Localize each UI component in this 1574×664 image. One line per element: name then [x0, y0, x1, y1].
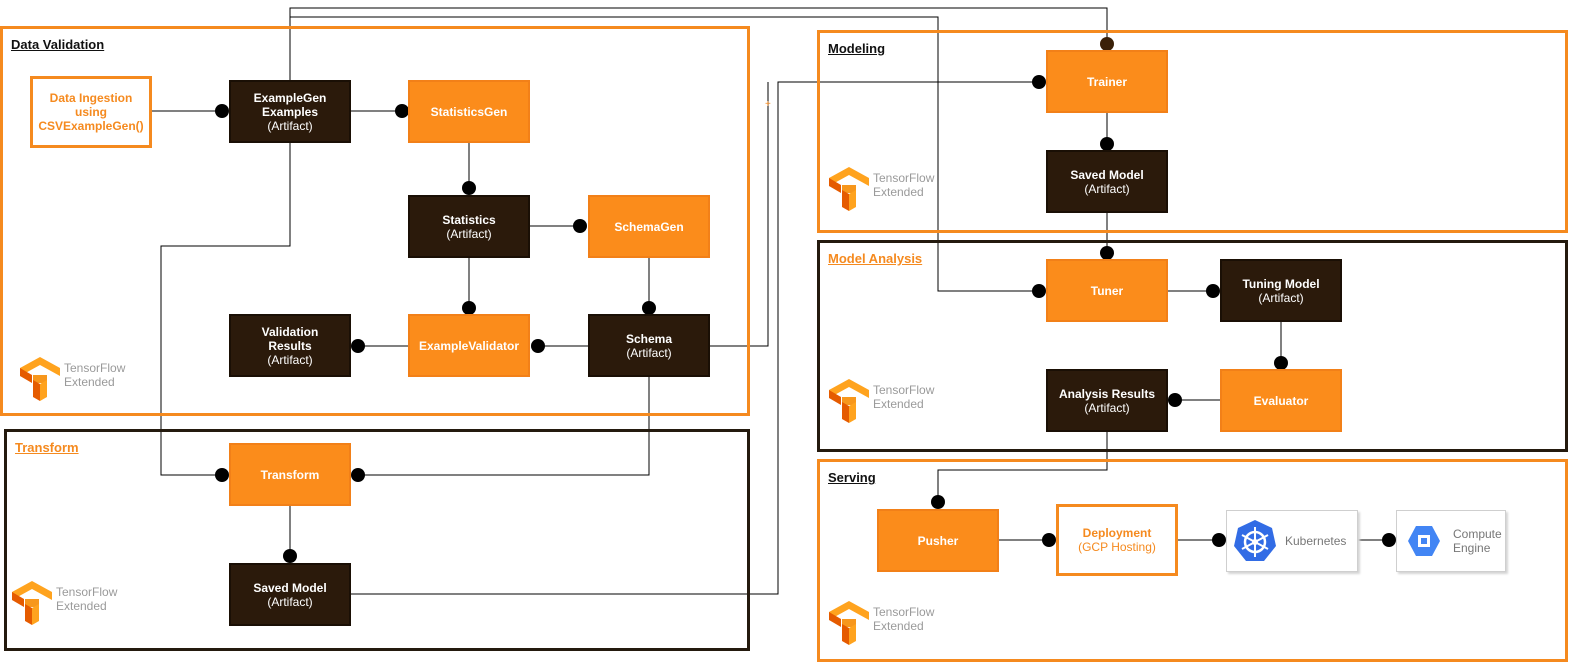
node-tuning-model[interactable]: Tuning Model (Artifact) — [1220, 259, 1342, 322]
tfx-logo-line2: Extended — [64, 375, 115, 389]
node-saved-model-transform[interactable]: Saved Model (Artifact) — [229, 563, 351, 626]
tensorflow-logo-icon — [12, 581, 52, 625]
node-title: Trainer — [1086, 74, 1128, 89]
node-saved-model-trainer[interactable]: Saved Model (Artifact) — [1046, 150, 1168, 213]
tfx-logo-line1: TensorFlow — [873, 605, 935, 619]
group-transform: Transform — [4, 429, 750, 651]
node-analysis-results[interactable]: Analysis Results (Artifact) — [1046, 369, 1168, 432]
tensorflow-logo-icon — [829, 601, 869, 645]
node-data-ingestion[interactable]: Data Ingestion using CSVExampleGen() — [30, 76, 152, 148]
tfx-logo-line2: Extended — [56, 599, 107, 613]
node-subtitle: (Artifact) — [1084, 181, 1130, 196]
node-subtitle: (Artifact) — [267, 352, 313, 367]
group-title-serving: Serving — [828, 470, 876, 485]
node-title: Analysis Results — [1058, 386, 1156, 401]
node-examplegen[interactable]: ExampleGen Examples (Artifact) — [229, 80, 351, 143]
node-title: Kubernetes — [1285, 534, 1347, 548]
node-subtitle: (Artifact) — [1258, 290, 1304, 305]
node-text: CSVExampleGen() — [38, 119, 144, 133]
node-validation-results[interactable]: Validation Results (Artifact) — [229, 314, 351, 377]
node-title: ExampleGen — [253, 90, 327, 105]
node-title: Tuning Model — [1242, 276, 1320, 291]
node-title: Results — [268, 338, 312, 353]
node-text: Data Ingestion — [49, 91, 133, 105]
node-title: Tuner — [1090, 283, 1124, 298]
node-compute-engine[interactable]: Compute Engine — [1396, 510, 1506, 572]
tfx-logo-line1: TensorFlow — [873, 383, 935, 397]
node-subtitle: (Artifact) — [446, 226, 492, 241]
group-title-transform: Transform — [15, 440, 79, 455]
node-schema[interactable]: Schema (Artifact) — [588, 314, 710, 377]
node-pusher[interactable]: Pusher — [877, 509, 999, 572]
node-title: Pusher — [917, 533, 959, 548]
tensorflow-logo-icon — [20, 357, 60, 401]
node-title: Statistics — [442, 212, 496, 227]
node-title: Saved Model — [253, 580, 327, 595]
node-subtitle: (Artifact) — [1084, 400, 1130, 415]
node-transform[interactable]: Transform — [229, 443, 351, 506]
tfx-logo-line1: TensorFlow — [873, 171, 935, 185]
kubernetes-icon — [1234, 520, 1276, 561]
node-statisticsgen[interactable]: StatisticsGen — [408, 80, 530, 143]
node-title: Validation — [261, 324, 319, 339]
node-evaluator[interactable]: Evaluator — [1220, 369, 1342, 432]
group-data-validation: Data Validation — [0, 26, 750, 416]
tfx-logo-line2: Extended — [873, 185, 924, 199]
group-title-modeling: Modeling — [828, 41, 886, 56]
node-subtitle: (Artifact) — [626, 345, 672, 360]
node-subtitle: (Artifact) — [267, 118, 313, 133]
node-title: Compute — [1453, 527, 1502, 541]
node-title: SchemaGen — [614, 219, 684, 234]
group-modeling: Modeling — [817, 30, 1568, 233]
node-tuner[interactable]: Tuner — [1046, 259, 1168, 322]
tensorflow-logo-icon — [829, 379, 869, 423]
node-schemagen[interactable]: SchemaGen — [588, 195, 710, 258]
node-kubernetes[interactable]: Kubernetes — [1226, 510, 1358, 572]
node-subtitle: (Artifact) — [267, 594, 313, 609]
node-subtitle: (GCP Hosting) — [1078, 540, 1156, 554]
group-model-analysis: Model Analysis — [817, 240, 1568, 452]
node-deployment[interactable]: Deployment (GCP Hosting) — [1056, 504, 1178, 576]
node-title: Saved Model — [1070, 167, 1144, 182]
node-trainer[interactable]: Trainer — [1046, 50, 1168, 113]
svg-text:+: + — [765, 99, 771, 110]
tfx-logo-line1: TensorFlow — [56, 585, 118, 599]
group-title-model-analysis: Model Analysis — [828, 251, 923, 266]
node-title: Evaluator — [1253, 393, 1309, 408]
tfx-logo-line1: TensorFlow — [64, 361, 126, 375]
compute-engine-icon — [1408, 526, 1440, 556]
node-title: Engine — [1453, 541, 1491, 555]
node-title: Examples — [261, 104, 319, 119]
tfx-logo-line2: Extended — [873, 397, 924, 411]
tensorflow-logo-icon — [829, 167, 869, 211]
tfx-logo-line2: Extended — [873, 619, 924, 633]
group-serving: Serving — [817, 459, 1568, 662]
node-title: StatisticsGen — [430, 104, 508, 119]
node-title: ExampleValidator — [418, 338, 520, 353]
node-title: Schema — [625, 331, 673, 346]
node-statistics[interactable]: Statistics (Artifact) — [408, 195, 530, 258]
node-title: Deployment — [1082, 526, 1152, 540]
node-title: Transform — [260, 467, 320, 482]
group-title-data-validation: Data Validation — [11, 37, 105, 52]
node-text: using — [75, 105, 107, 119]
node-examplevalidator[interactable]: ExampleValidator — [408, 314, 530, 377]
